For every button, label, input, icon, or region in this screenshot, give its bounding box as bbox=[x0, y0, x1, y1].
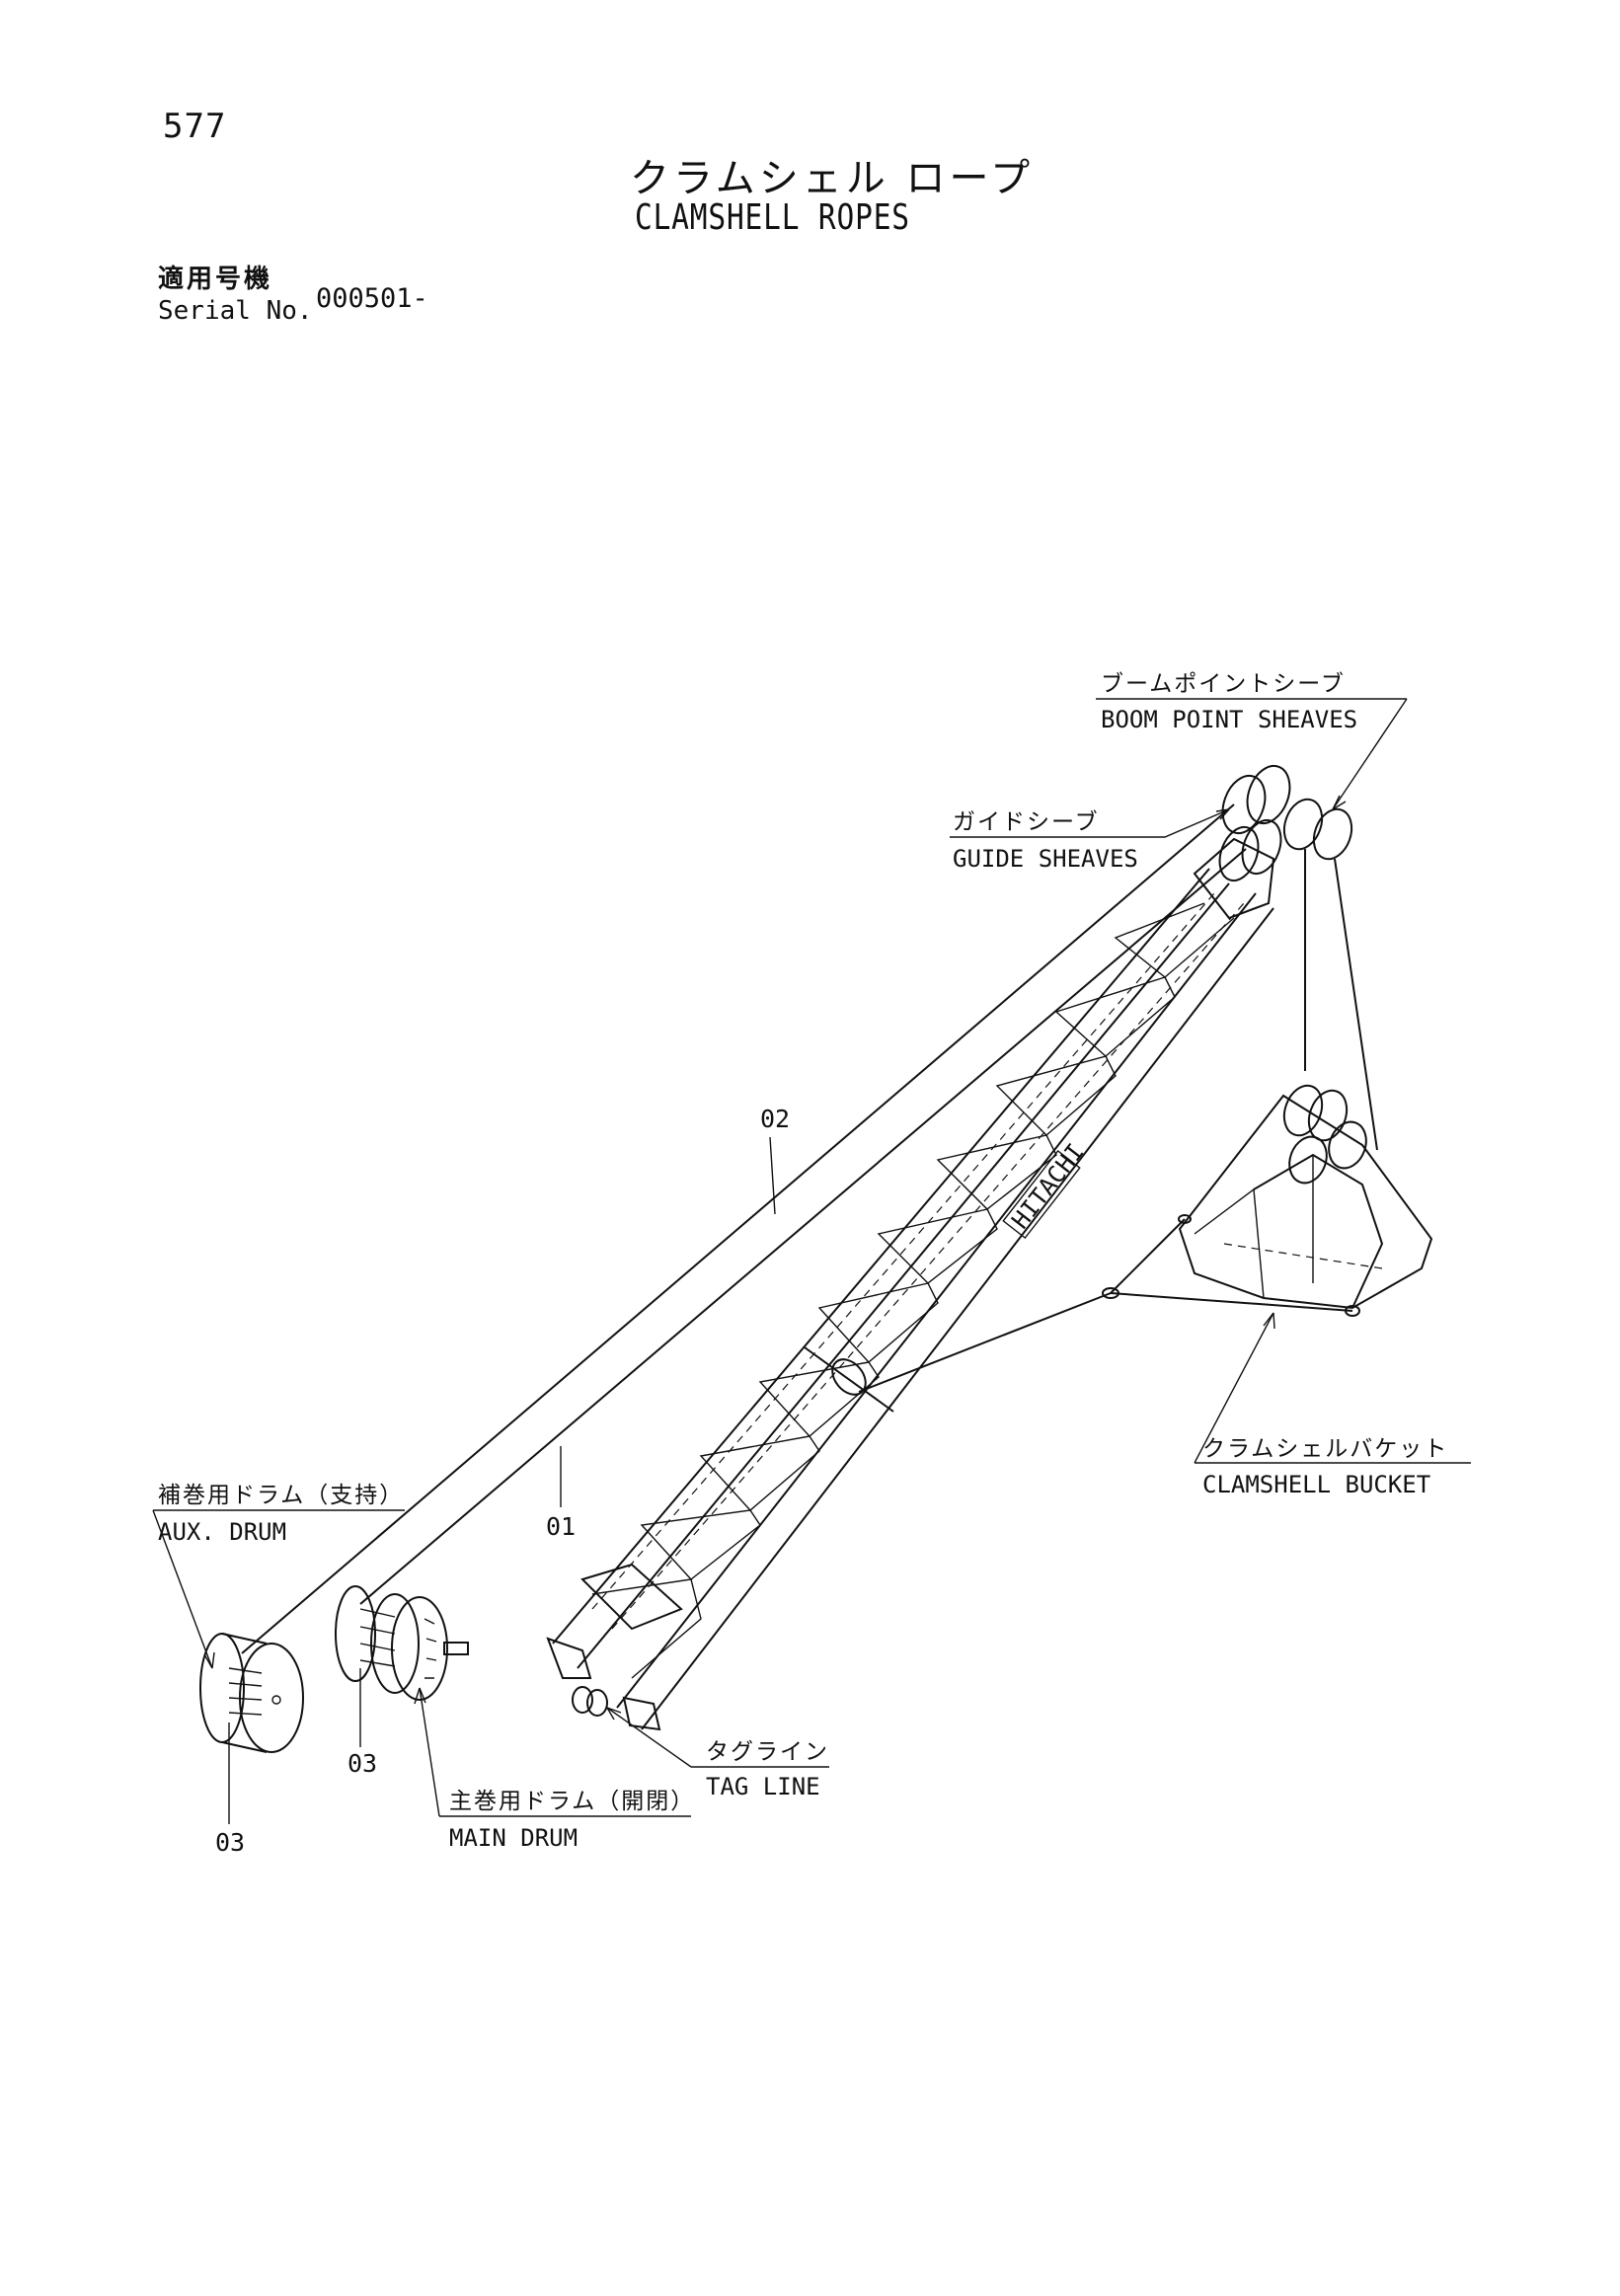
tag-line-label-jp: タグライン bbox=[706, 1739, 829, 1765]
aux-drum bbox=[199, 1633, 304, 1753]
part-number-01-text: 01 bbox=[546, 1512, 576, 1541]
title-japanese: クラムシェル ロープ bbox=[630, 156, 1035, 201]
aux-drum-label-en: AUX. DRUM bbox=[158, 1518, 286, 1546]
part-number-01: 01 bbox=[546, 1446, 576, 1541]
serial-label-japanese: 適用号機 bbox=[158, 265, 273, 294]
callout-guide-sheaves: ガイドシーブ GUIDE SHEAVES bbox=[950, 808, 1230, 873]
ropes bbox=[241, 804, 1378, 1654]
boom-point-sheaves-label-jp: ブームポイントシーブ bbox=[1101, 671, 1346, 697]
boom-structure: HITACHI bbox=[546, 837, 1275, 1731]
main-drum-label-en: MAIN DRUM bbox=[449, 1824, 578, 1852]
callout-boom-point-sheaves: ブームポイントシーブ BOOM POINT SHEAVES bbox=[1096, 671, 1408, 810]
guide-sheaves-label-jp: ガイドシーブ bbox=[953, 809, 1100, 835]
part-number-03-aux-text: 03 bbox=[215, 1828, 245, 1857]
part-number-03-main-text: 03 bbox=[347, 1749, 377, 1778]
clamshell-bucket-label-jp: クラムシェルバケット bbox=[1202, 1436, 1448, 1462]
callout-aux-drum: 補巻用ドラム（支持） AUX. DRUM bbox=[152, 1483, 405, 1669]
tag-line-winch bbox=[572, 1686, 608, 1717]
part-number-03-aux: 03 bbox=[215, 1722, 245, 1857]
aux-drum-label-jp: 補巻用ドラム（支持） bbox=[158, 1483, 404, 1508]
callout-clamshell-bucket: クラムシェルバケット CLAMSHELL BUCKET bbox=[1194, 1312, 1471, 1498]
guide-sheaves-label-en: GUIDE SHEAVES bbox=[953, 845, 1138, 873]
boom-marking-text: HITACHI bbox=[1006, 1138, 1089, 1234]
sheave-assembly bbox=[1218, 764, 1353, 882]
clamshell-bucket bbox=[1102, 1084, 1433, 1317]
main-drum bbox=[335, 1585, 469, 1701]
part-number-02: 02 bbox=[760, 1105, 790, 1215]
callout-tag-line: タグライン TAG LINE bbox=[606, 1707, 829, 1800]
callout-main-drum: 主巻用ドラム（開閉） MAIN DRUM bbox=[414, 1687, 695, 1852]
page-number: 577 bbox=[163, 107, 227, 146]
part-number-03-main: 03 bbox=[347, 1668, 377, 1778]
main-drum-label-jp: 主巻用ドラム（開閉） bbox=[449, 1789, 695, 1814]
serial-label-english: Serial No. bbox=[158, 296, 313, 326]
boom-point-sheaves-label-en: BOOM POINT SHEAVES bbox=[1101, 706, 1357, 733]
tag-line-label-en: TAG LINE bbox=[706, 1773, 820, 1800]
serial-number-value: 000501- bbox=[316, 283, 428, 314]
title-english: CLAMSHELL ROPES bbox=[635, 197, 910, 238]
part-number-02-text: 02 bbox=[760, 1105, 790, 1133]
clamshell-bucket-label-en: CLAMSHELL BUCKET bbox=[1202, 1471, 1430, 1498]
boom-marking-plate: HITACHI bbox=[1002, 1138, 1090, 1240]
